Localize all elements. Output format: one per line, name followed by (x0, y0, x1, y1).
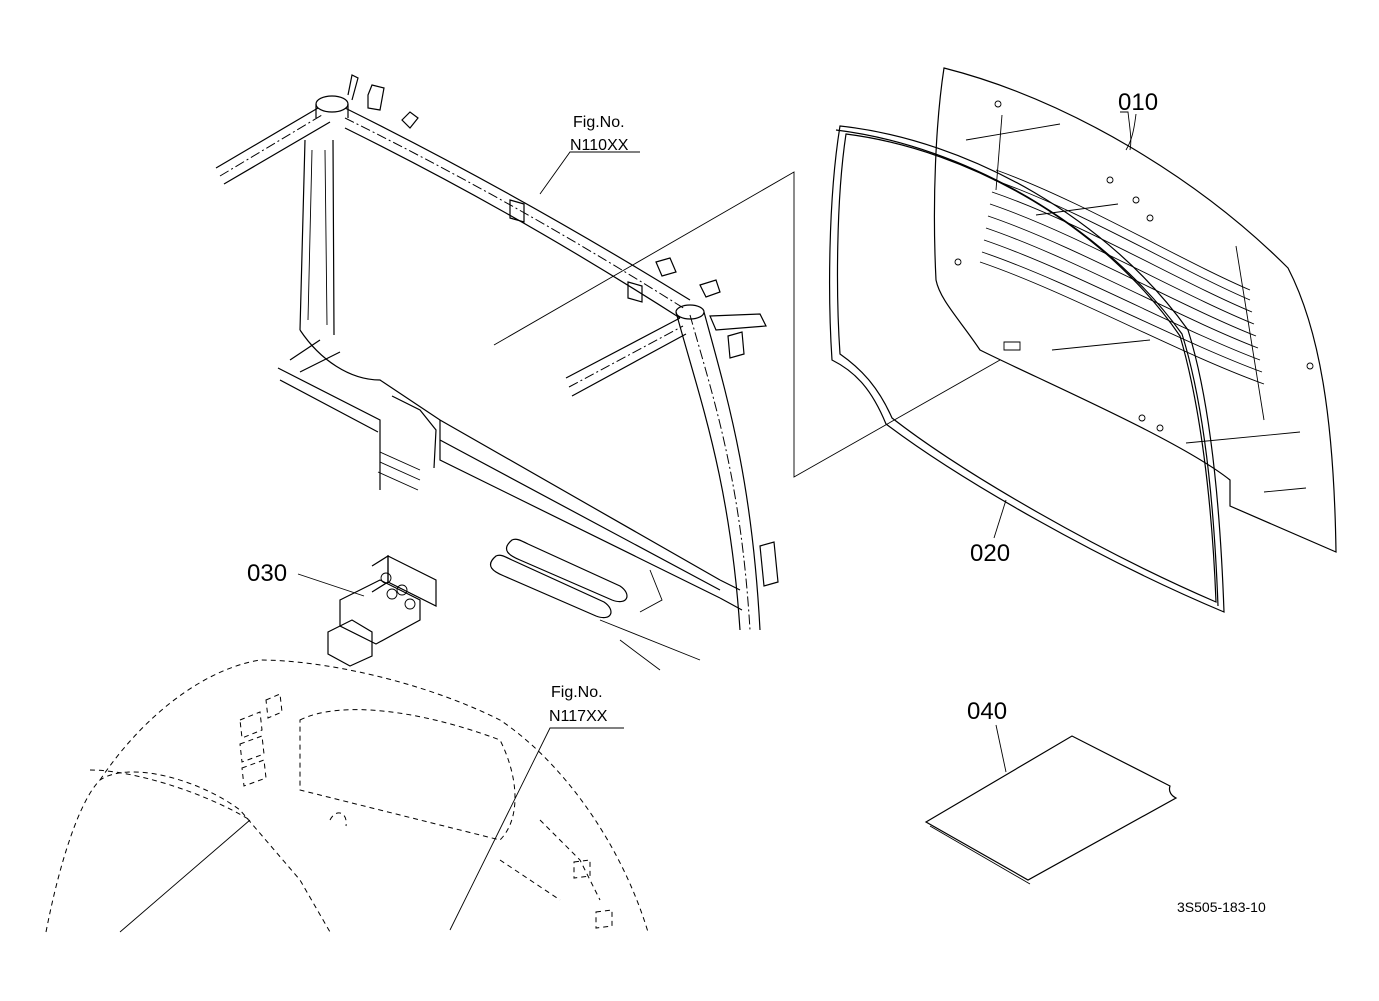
part-number-030: 030 (247, 560, 287, 587)
drawing-code: 3S505-183-10 (1177, 899, 1266, 915)
part-number-020: 020 (970, 540, 1010, 567)
projection-lines (493, 171, 1001, 478)
weatherstrip-seal (829, 125, 1225, 613)
fender-cowl (45, 659, 649, 933)
paper-sheet (924, 735, 1178, 885)
part-number-040: 040 (967, 698, 1007, 725)
cab-frame (215, 74, 779, 671)
fig-ref-code-2: N117XX (549, 708, 608, 725)
fig-ref-code-1: N110XX (570, 137, 629, 154)
fig-ref-label-2: Fig.No. (551, 684, 603, 701)
part-number-010: 010 (1118, 89, 1158, 116)
glass-panel (933, 67, 1337, 553)
leader-lines (297, 111, 1137, 931)
fig-ref-label-1: Fig.No. (573, 114, 625, 131)
switch-component (327, 554, 437, 667)
